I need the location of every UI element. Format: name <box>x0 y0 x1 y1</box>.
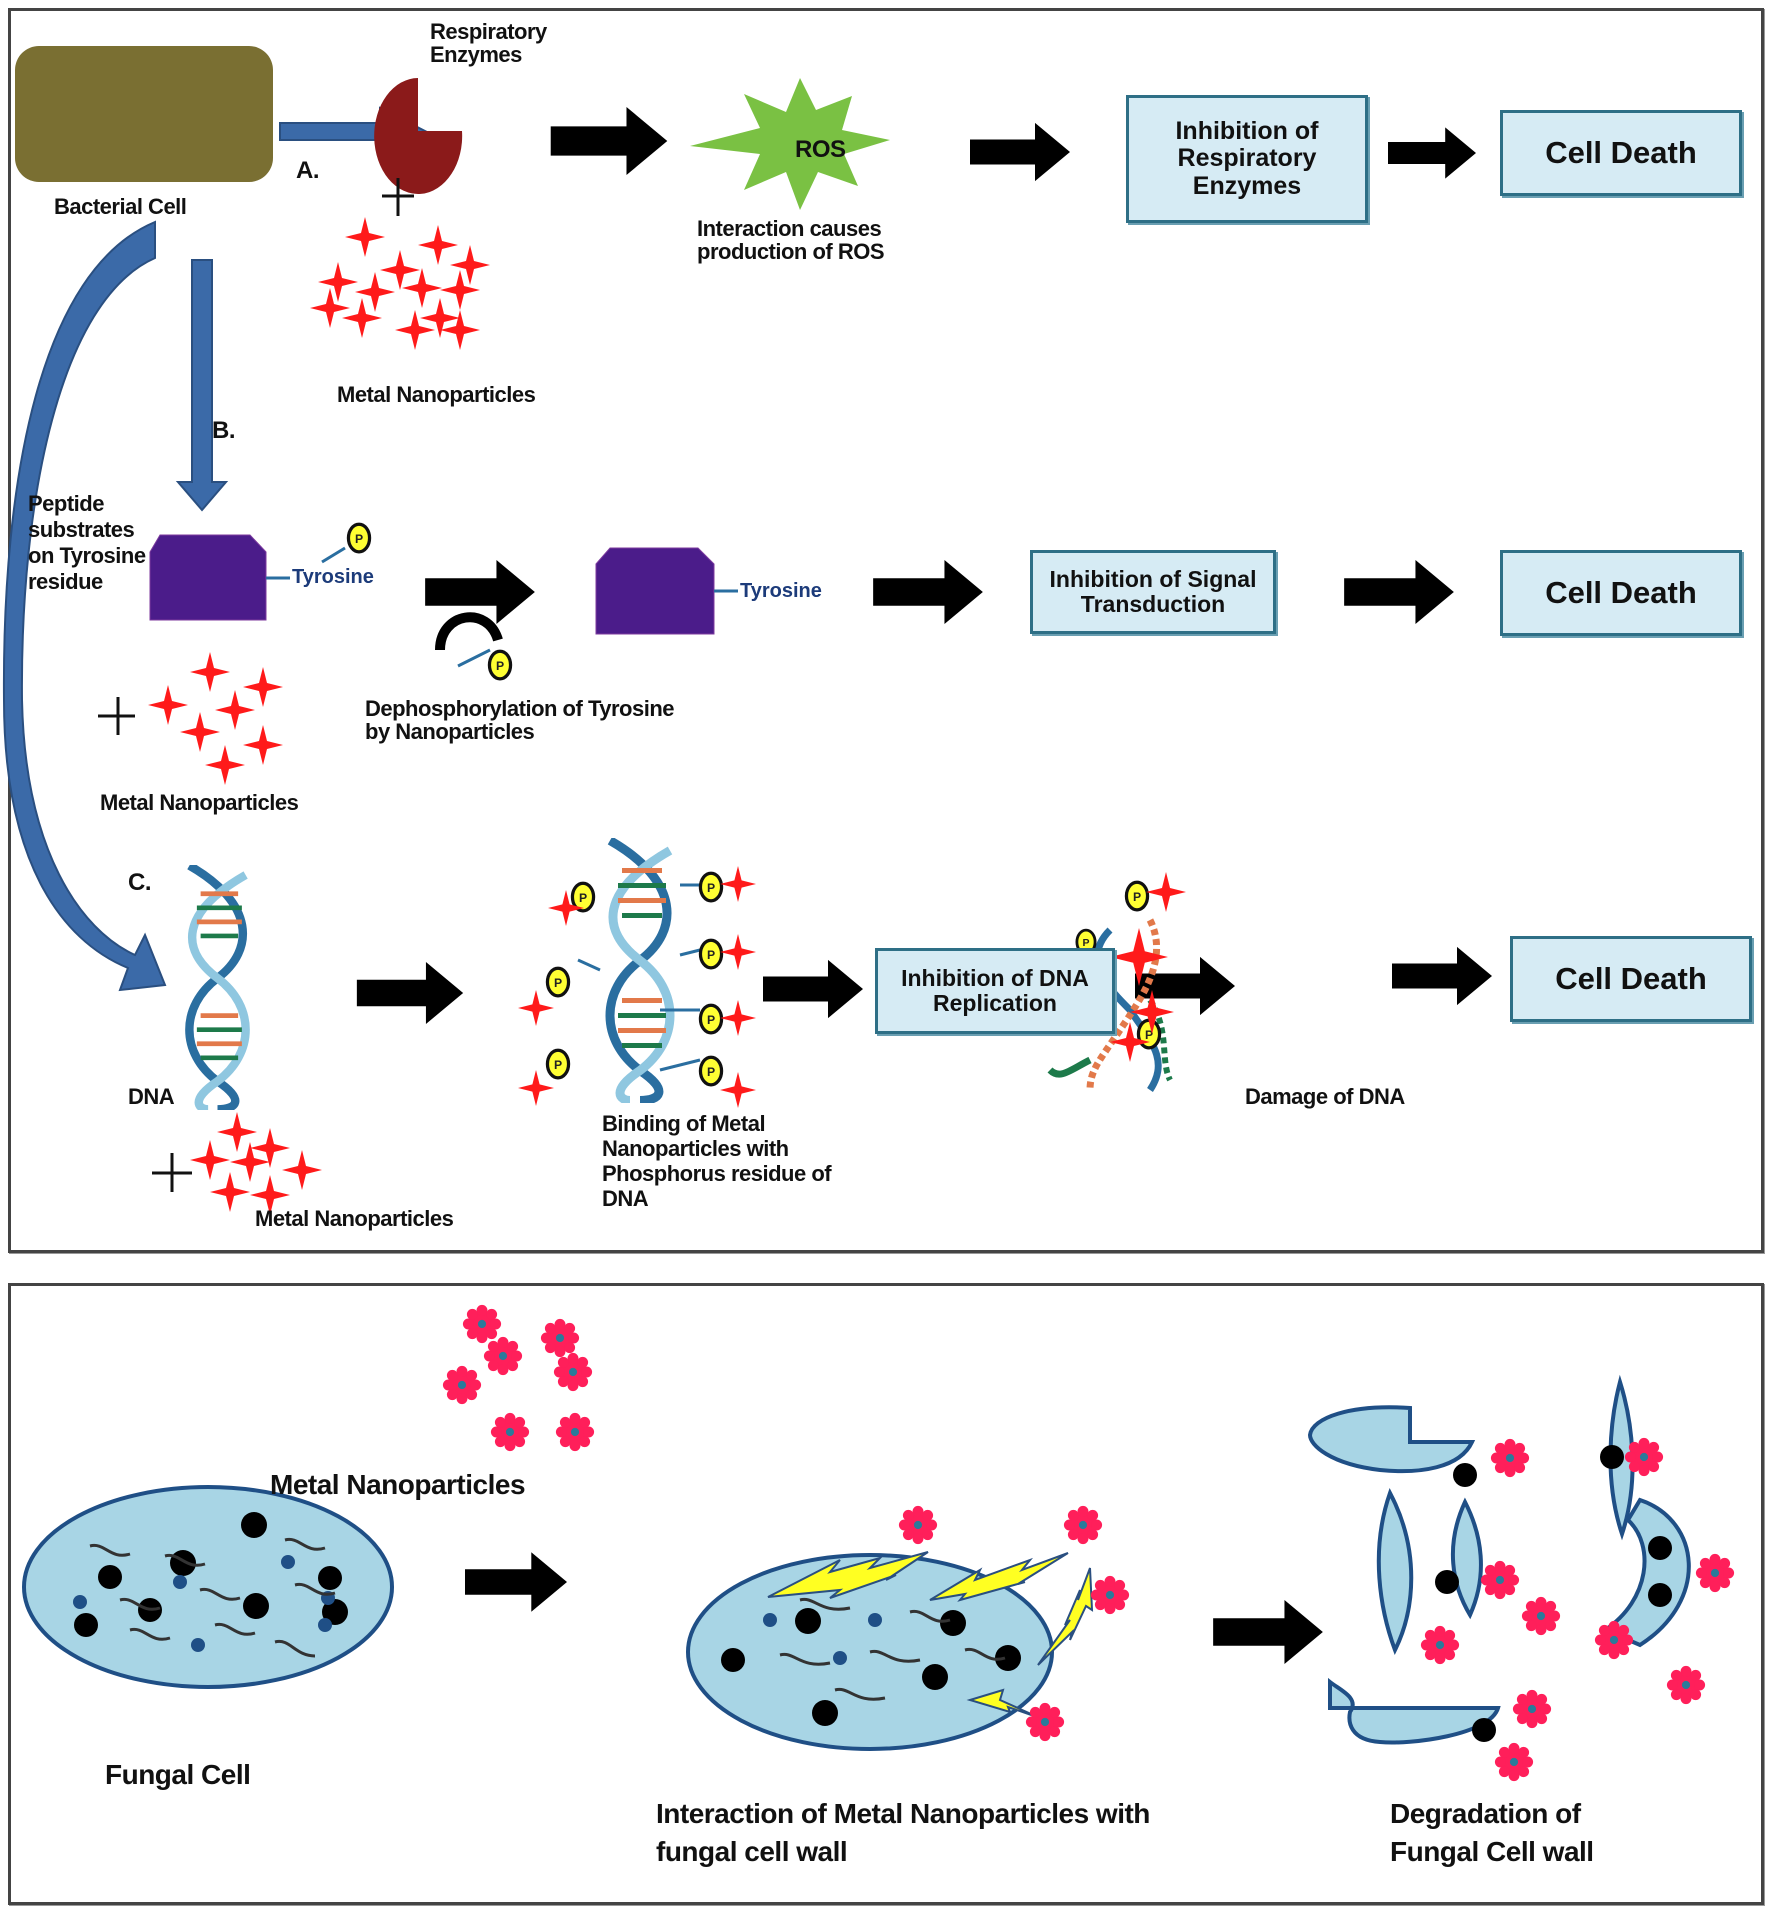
pathway-a-marker: A. <box>296 157 320 184</box>
damage-caption: Damage of DNA <box>1245 1084 1405 1109</box>
step-inhibition-dna-replication: Inhibition of DNA Replication <box>875 948 1115 1034</box>
arrow-b2 <box>873 560 983 624</box>
tyrosine-label-1: Tyrosine <box>292 566 374 588</box>
bacterial-cell <box>15 46 273 182</box>
bound-phosphate-cluster <box>577 883 701 1072</box>
nanoparticles-label-b: Metal Nanoparticles <box>100 790 299 815</box>
fungal-nanoparticles-label: Metal Nanoparticles <box>270 1469 526 1500</box>
tyrosine-label-2: Tyrosine <box>740 580 822 602</box>
arrow-a2 <box>970 122 1070 182</box>
blue-arrow-b <box>175 259 229 512</box>
step-cell-death-c: Cell Death <box>1510 936 1752 1022</box>
arrow-c4 <box>1392 946 1492 1006</box>
dna-helix <box>189 866 245 1110</box>
nanoparticle-cluster-b <box>148 652 283 785</box>
nanoparticles-label-c: Metal Nanoparticles <box>255 1206 454 1231</box>
bacteria-mechanism-panel <box>8 8 1764 1253</box>
plus-icon <box>98 697 135 735</box>
arrow-a3 <box>1388 127 1476 179</box>
pathway-c-marker: C. <box>128 869 152 896</box>
arrow-c1 <box>356 962 464 1024</box>
ros-caption: Interaction causes production of ROS <box>697 216 885 265</box>
ros-label: ROS <box>795 136 846 163</box>
bound-phosphate-icons <box>545 871 724 1087</box>
respiratory-enzyme-shape <box>374 78 463 194</box>
peptide-substrate-label: Peptide substrates on Tyrosine residue <box>28 491 146 594</box>
interacting-fungal-cell <box>686 1505 1130 1751</box>
step-inhibition-respiratory-enzymes: Inhibition of Respiratory Enzymes <box>1126 95 1368 223</box>
respiratory-enzymes-label: Respiratory Enzymes <box>430 19 547 68</box>
phosphate-icon <box>346 522 372 554</box>
nanoparticle-cluster-a <box>310 217 490 350</box>
plus-icon <box>152 1153 192 1192</box>
dna-bound-helix <box>610 841 670 1101</box>
dephosphorylation-curve <box>435 612 503 651</box>
arrow-c2 <box>763 959 863 1019</box>
dna-label: DNA <box>128 1084 175 1109</box>
ros-burst <box>690 78 890 210</box>
peptide-substrate-1 <box>149 534 267 621</box>
step-cell-death-b: Cell Death <box>1500 550 1742 636</box>
degradation-caption: Degradation of Fungal Cell wall <box>1390 1798 1594 1867</box>
step-inhibition-signal-transduction: Inhibition of Signal Transduction <box>1030 550 1276 634</box>
pathway-b-marker: B. <box>212 417 236 444</box>
bacterial-cell-label: Bacterial Cell <box>54 194 187 219</box>
blue-arrow-c <box>2 220 167 992</box>
fungal-cell <box>22 1485 394 1689</box>
released-phosphate-icon <box>487 649 513 681</box>
binding-caption: Binding of Metal Nanoparticles with Phos… <box>602 1111 832 1211</box>
fungi-mechanism-panel <box>8 1283 1764 1905</box>
fungal-cell-label: Fungal Cell <box>105 1759 251 1790</box>
nanoparticle-cluster-c <box>190 1112 322 1215</box>
arrow-a1 <box>550 107 668 175</box>
step-cell-death-a: Cell Death <box>1500 110 1742 196</box>
interaction-caption: Interaction of Metal Nanoparticles with … <box>656 1798 1150 1867</box>
nanoparticles-label-a: Metal Nanoparticles <box>337 382 536 407</box>
plus-icon <box>382 178 414 216</box>
degraded-fragment-nuclei <box>1435 1445 1672 1742</box>
dephosphorylation-caption: Dephosphorylation of Tyrosine by Nanopar… <box>365 696 675 745</box>
arrow-b3 <box>1344 560 1454 624</box>
peptide-substrate-2 <box>595 547 715 635</box>
degraded-fungal-fragments <box>1307 1374 1691 1745</box>
